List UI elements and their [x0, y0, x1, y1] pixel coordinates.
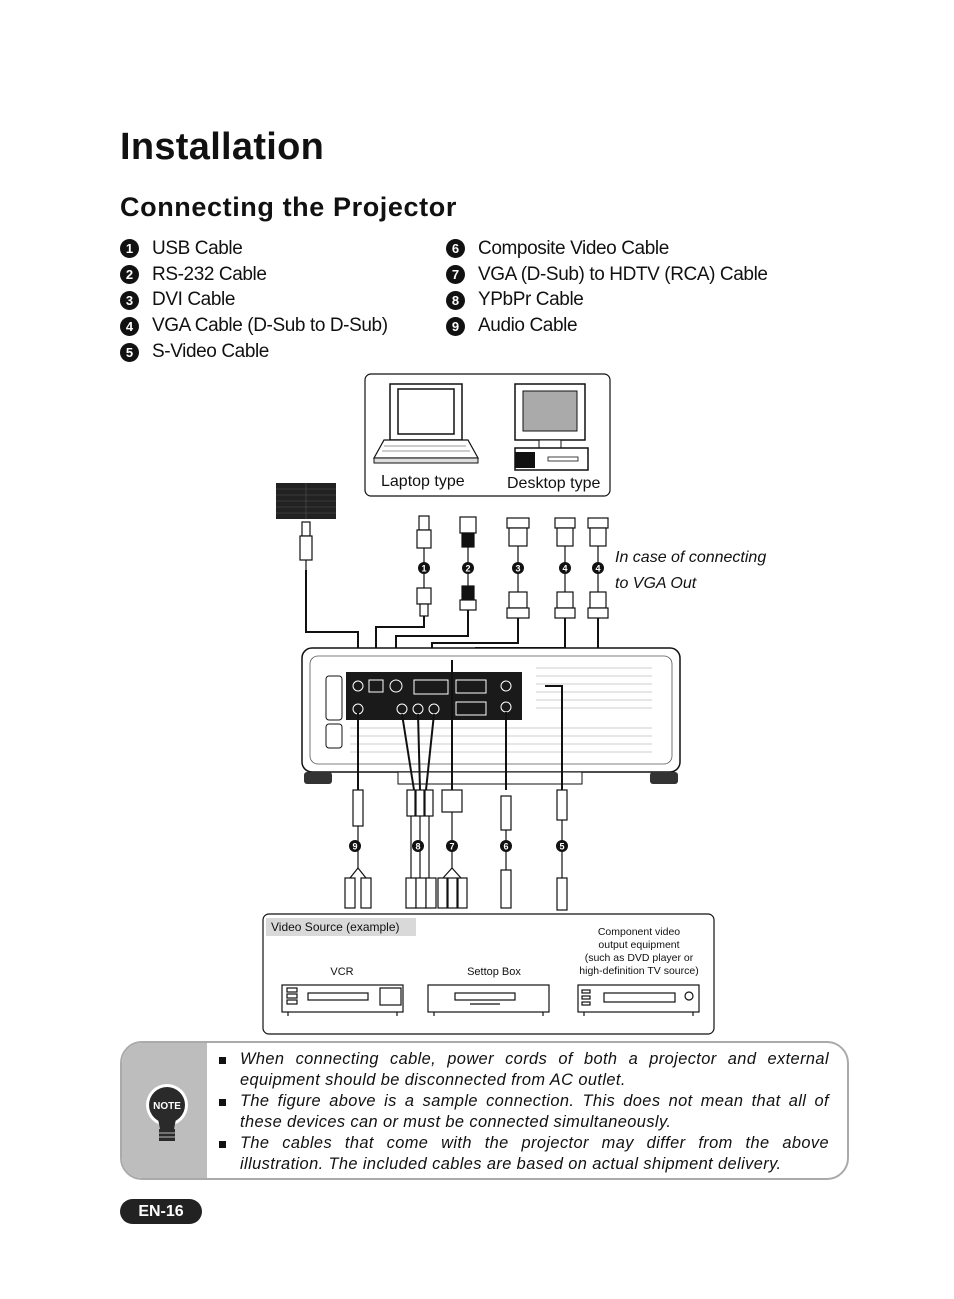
page-number: EN-16 [120, 1199, 202, 1224]
svg-text:NOTE: NOTE [153, 1101, 181, 1112]
cable-label: USB Cable [152, 237, 243, 259]
svg-text:1: 1 [421, 564, 426, 574]
svg-text:5: 5 [559, 842, 564, 852]
number-badge: 1 [120, 239, 139, 259]
note-sidebar: NOTE [122, 1043, 207, 1178]
vga-plug-top-icon [554, 517, 576, 547]
number-badge: 9 [446, 316, 465, 336]
cable-marker: 5 [556, 840, 568, 852]
note-box: NOTE When connecting cable, power cords … [120, 1041, 849, 1180]
usb-plug-top-icon [416, 515, 432, 549]
cable-item: 1 USB Cable [120, 236, 388, 262]
number-badge: 3 [120, 290, 139, 310]
page-title: Installation [120, 126, 325, 168]
audio-plug-bottom-icon [344, 789, 372, 909]
audio-plug-icon [299, 521, 313, 570]
dvi-plug-bottom-icon [506, 591, 530, 619]
cable-marker: 4 [559, 562, 571, 574]
cable-label: RS-232 Cable [152, 263, 267, 285]
component-label: output equipment [598, 939, 679, 951]
rs232-plug-top-icon [459, 516, 477, 548]
vga-out-note: In case of connecting [615, 549, 766, 566]
svg-text:9: 9 [352, 842, 357, 852]
cable-item: 2 RS-232 Cable [120, 262, 388, 288]
usb-plug-bottom-icon [416, 587, 432, 617]
cable-item: 5 S-Video Cable [120, 339, 388, 365]
number-badge: 4 [120, 316, 139, 336]
svg-text:2: 2 [465, 564, 470, 574]
dvd-player-icon [577, 984, 700, 1016]
cable-label: VGA (D-Sub) to HDTV (RCA) Cable [478, 263, 768, 285]
cable-marker: 3 [512, 562, 524, 574]
cable-list-right: 6 Composite Video Cable 7 VGA (D-Sub) to H… [446, 236, 768, 339]
desktop-label: Desktop type [507, 475, 600, 492]
cable-label: VGA Cable (D-Sub to D-Sub) [152, 315, 388, 337]
projector-icon [301, 647, 681, 785]
note-lightbulb-icon: NOTE [146, 1084, 188, 1141]
svg-text:3: 3 [515, 564, 520, 574]
note-item: When connecting cable, power cords of bo… [217, 1049, 829, 1091]
component-label: Component video [598, 926, 680, 938]
cable-label: S-Video Cable [152, 341, 269, 363]
component-label: high-definition TV source) [579, 965, 698, 977]
cable-item: 9 Audio Cable [446, 313, 768, 339]
cable-item: 6 Composite Video Cable [446, 236, 768, 262]
rs232-plug-bottom-icon [459, 585, 477, 611]
cable-marker: 6 [500, 840, 512, 852]
settop-label: Settop Box [467, 966, 521, 978]
speaker-icon [276, 483, 336, 519]
dvi-plug-top-icon [506, 517, 530, 547]
cable-label: YPbPr Cable [478, 289, 584, 311]
cable-item: 7 VGA (D-Sub) to HDTV (RCA) Cable [446, 262, 768, 288]
laptop-icon [372, 383, 480, 464]
svg-text:7: 7 [449, 842, 454, 852]
cable-label: Audio Cable [478, 315, 578, 337]
cable-marker: 9 [349, 840, 361, 852]
cable-item: 4 VGA Cable (D-Sub to D-Sub) [120, 313, 388, 339]
svg-text:4: 4 [562, 564, 567, 574]
note-list: When connecting cable, power cords of bo… [217, 1049, 829, 1175]
vga-out-note: to VGA Out [615, 575, 697, 592]
cable-marker: 2 [462, 562, 474, 574]
svg-text:8: 8 [415, 842, 420, 852]
svg-text:6: 6 [503, 842, 508, 852]
vcr-icon [281, 984, 404, 1016]
cable-label: DVI Cable [152, 289, 235, 311]
cable-marker: 1 [418, 562, 430, 574]
cable-marker: 4 [592, 562, 604, 574]
cable-label: Composite Video Cable [478, 237, 669, 259]
number-badge: 2 [120, 265, 139, 285]
video-source-label: Video Source (example) [271, 920, 400, 934]
vga-plug-top-icon [587, 517, 609, 547]
cable-item: 3 DVI Cable [120, 288, 388, 314]
video-source-label-bg [266, 918, 416, 936]
number-badge: 5 [120, 342, 139, 362]
number-badge: 6 [446, 239, 465, 259]
cable-item: 8 YPbPr Cable [446, 288, 768, 314]
svideo-plug-icon [556, 789, 568, 911]
vga-plug-bottom-icon [587, 591, 609, 619]
ypbpr-plug-icon [405, 789, 437, 909]
vga-hdtv-plug-icon [437, 789, 468, 909]
vcr-label: VCR [330, 966, 353, 978]
cable-list-left: 1 USB Cable 2 RS-232 Cable 3 DVI Cable 4 VGA… [120, 236, 388, 365]
vga-plug-bottom-icon [554, 591, 576, 619]
desktop-icon [514, 383, 589, 471]
note-item: The figure above is a sample connection.… [217, 1091, 829, 1133]
cable-marker: 7 [446, 840, 458, 852]
settop-box-icon [427, 984, 550, 1016]
number-badge: 8 [446, 290, 465, 310]
note-item: The cables that come with the projector … [217, 1133, 829, 1175]
laptop-label: Laptop type [381, 473, 465, 490]
section-title: Connecting the Projector [120, 192, 457, 222]
cable-marker: 8 [412, 840, 424, 852]
component-label: (such as DVD player or [585, 952, 694, 964]
number-badge: 7 [446, 265, 465, 285]
svg-text:4: 4 [595, 564, 600, 574]
